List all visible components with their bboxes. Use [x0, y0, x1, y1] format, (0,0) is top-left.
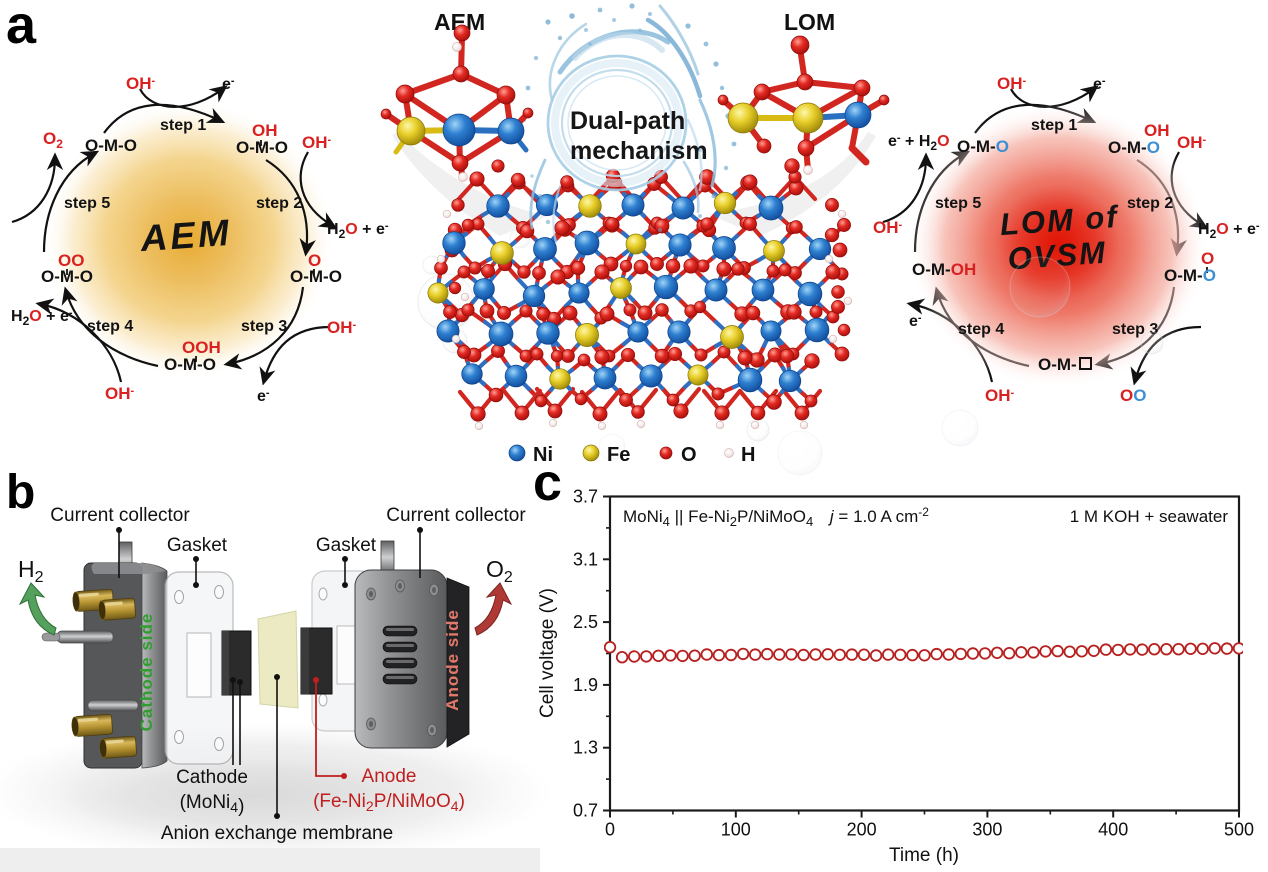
- svg-text:Gasket: Gasket: [316, 535, 377, 556]
- svg-text:O-M-O: O-M-O: [1108, 138, 1160, 157]
- svg-text:O-M-O: O-M-O: [41, 267, 93, 286]
- svg-text:step 4: step 4: [958, 321, 1004, 338]
- svg-text:Cell voltage (V): Cell voltage (V): [537, 588, 558, 718]
- svg-text:O-M-OH: O-M-OH: [912, 260, 976, 279]
- svg-text:2.5: 2.5: [573, 612, 598, 632]
- svg-text:step 5: step 5: [64, 195, 110, 212]
- svg-text:a: a: [6, 0, 37, 55]
- svg-text:LOM: LOM: [784, 9, 835, 35]
- svg-text:O-M-O: O-M-O: [85, 136, 137, 155]
- svg-text:step 2: step 2: [1127, 195, 1173, 212]
- svg-text:OH-: OH-: [985, 386, 1015, 405]
- svg-text:O: O: [1201, 249, 1214, 268]
- svg-text:OOH: OOH: [182, 338, 221, 357]
- svg-text:OH-: OH-: [997, 74, 1027, 93]
- svg-text:H: H: [741, 444, 755, 466]
- svg-text:1.3: 1.3: [573, 738, 598, 758]
- svg-text:step 1: step 1: [160, 117, 206, 134]
- svg-text:100: 100: [721, 820, 751, 840]
- svg-text:OH-: OH-: [105, 384, 135, 403]
- svg-text:Fe: Fe: [607, 444, 630, 466]
- svg-text:Cathode: Cathode: [176, 767, 248, 788]
- svg-text:Anode side: Anode side: [443, 609, 462, 711]
- svg-text:300: 300: [972, 820, 1002, 840]
- svg-text:OH-: OH-: [302, 133, 332, 152]
- svg-text:mechanism: mechanism: [570, 137, 708, 165]
- svg-text:AEM: AEM: [138, 212, 233, 259]
- svg-text:Dual-path: Dual-path: [570, 107, 685, 135]
- svg-text:O2: O2: [486, 556, 513, 586]
- svg-text:3.1: 3.1: [573, 549, 598, 569]
- svg-text:O-M-O: O-M-O: [164, 355, 216, 374]
- svg-text:OH-: OH-: [327, 318, 357, 337]
- svg-text:O-M-O: O-M-O: [957, 137, 1009, 156]
- svg-text:step 2: step 2: [256, 195, 302, 212]
- svg-text:Current collector: Current collector: [50, 505, 190, 526]
- svg-text:O2: O2: [43, 129, 63, 151]
- svg-text:0.7: 0.7: [573, 801, 598, 821]
- svg-text:Gasket: Gasket: [167, 535, 228, 556]
- svg-text:OH-: OH-: [873, 218, 903, 237]
- svg-text:H2O + e-: H2O + e-: [327, 220, 389, 241]
- svg-text:Ni: Ni: [533, 444, 553, 466]
- svg-text:e- + H2O: e- + H2O: [888, 132, 950, 153]
- svg-text:H2O + e-: H2O + e-: [1198, 220, 1260, 241]
- svg-text:O-M-O: O-M-O: [1164, 266, 1216, 285]
- svg-text:OH-: OH-: [126, 74, 156, 93]
- svg-text:O: O: [308, 251, 321, 270]
- svg-text:O-M-: O-M-: [1038, 355, 1077, 374]
- svg-text:b: b: [6, 466, 35, 519]
- svg-text:step 5: step 5: [935, 195, 981, 212]
- svg-text:200: 200: [847, 820, 877, 840]
- svg-text:OH: OH: [1144, 121, 1170, 140]
- svg-text:OH: OH: [252, 121, 278, 140]
- svg-text:H2O + e-: H2O + e-: [11, 307, 73, 328]
- svg-text:e-: e-: [257, 387, 270, 405]
- svg-text:Anode: Anode: [362, 766, 417, 787]
- svg-text:Current collector: Current collector: [386, 505, 526, 526]
- svg-text:OO: OO: [58, 251, 84, 270]
- svg-text:O: O: [681, 444, 697, 466]
- svg-text:400: 400: [1098, 820, 1128, 840]
- svg-text:e-: e-: [1093, 75, 1106, 93]
- svg-text:500: 500: [1224, 820, 1254, 840]
- svg-text:e-: e-: [222, 75, 235, 93]
- svg-text:LOM of: LOM of: [999, 199, 1121, 242]
- svg-text:step 3: step 3: [241, 318, 287, 335]
- svg-text:OO: OO: [1120, 386, 1146, 405]
- svg-text:Anion exchange membrane: Anion exchange membrane: [161, 823, 393, 844]
- svg-text:MoNi4 || Fe-Ni2P/NiMoO4 j = 1.: MoNi4 || Fe-Ni2P/NiMoO4 j = 1.0 A cm-2: [623, 505, 929, 529]
- svg-text:Cathode side: Cathode side: [137, 613, 156, 732]
- svg-text:e-: e-: [909, 312, 922, 330]
- svg-text:step 1: step 1: [1031, 117, 1077, 134]
- svg-text:step 4: step 4: [87, 318, 133, 335]
- svg-text:3.7: 3.7: [573, 487, 598, 507]
- svg-text:0: 0: [605, 820, 615, 840]
- svg-text:OH-: OH-: [1177, 133, 1207, 152]
- svg-text:O-M-O: O-M-O: [236, 138, 288, 157]
- svg-text:1 M KOH + seawater: 1 M KOH + seawater: [1070, 507, 1229, 526]
- svg-text:c: c: [533, 454, 562, 512]
- svg-text:H2: H2: [18, 556, 44, 586]
- svg-text:O-M-O: O-M-O: [290, 267, 342, 286]
- svg-text:1.9: 1.9: [573, 675, 598, 695]
- svg-text:Time (h): Time (h): [889, 845, 959, 866]
- svg-text:(Fe-Ni2P/NiMoO4): (Fe-Ni2P/NiMoO4): [313, 791, 465, 814]
